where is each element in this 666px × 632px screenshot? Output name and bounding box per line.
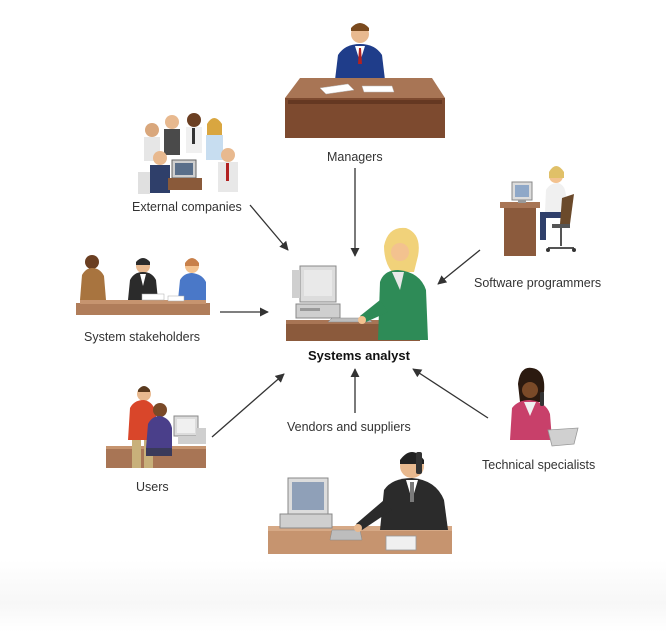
arrow-external-companies — [249, 204, 289, 251]
node-label-system-stakeholders: System stakeholders — [84, 330, 201, 344]
arrows — [211, 168, 489, 438]
arrow-technical-specialists — [412, 368, 489, 419]
center-label-systems-analyst: Systems analyst — [308, 348, 410, 363]
node-label-technical-specialists: Technical specialists — [482, 458, 596, 472]
users-illustration — [106, 386, 206, 468]
software-programmer-illustration — [500, 166, 576, 256]
systems-analyst-illustration — [286, 227, 428, 341]
manager-illustration — [285, 23, 445, 138]
external-companies-illustration — [138, 113, 238, 194]
node-label-vendors-and-suppliers: Vendors and suppliers — [287, 420, 411, 434]
system-stakeholders-illustration — [76, 255, 210, 315]
node-label-external-companies: External companies — [132, 200, 242, 214]
node-label-managers: Managers — [327, 150, 383, 164]
technical-specialist-illustration — [510, 367, 579, 447]
node-label-users: Users — [136, 480, 169, 494]
arrow-users — [211, 373, 285, 438]
vendors-illustration — [268, 452, 452, 554]
bottom-fade — [0, 560, 666, 632]
arrow-software-programmers — [437, 249, 481, 285]
node-label-software-programmers: Software programmers — [474, 276, 602, 290]
